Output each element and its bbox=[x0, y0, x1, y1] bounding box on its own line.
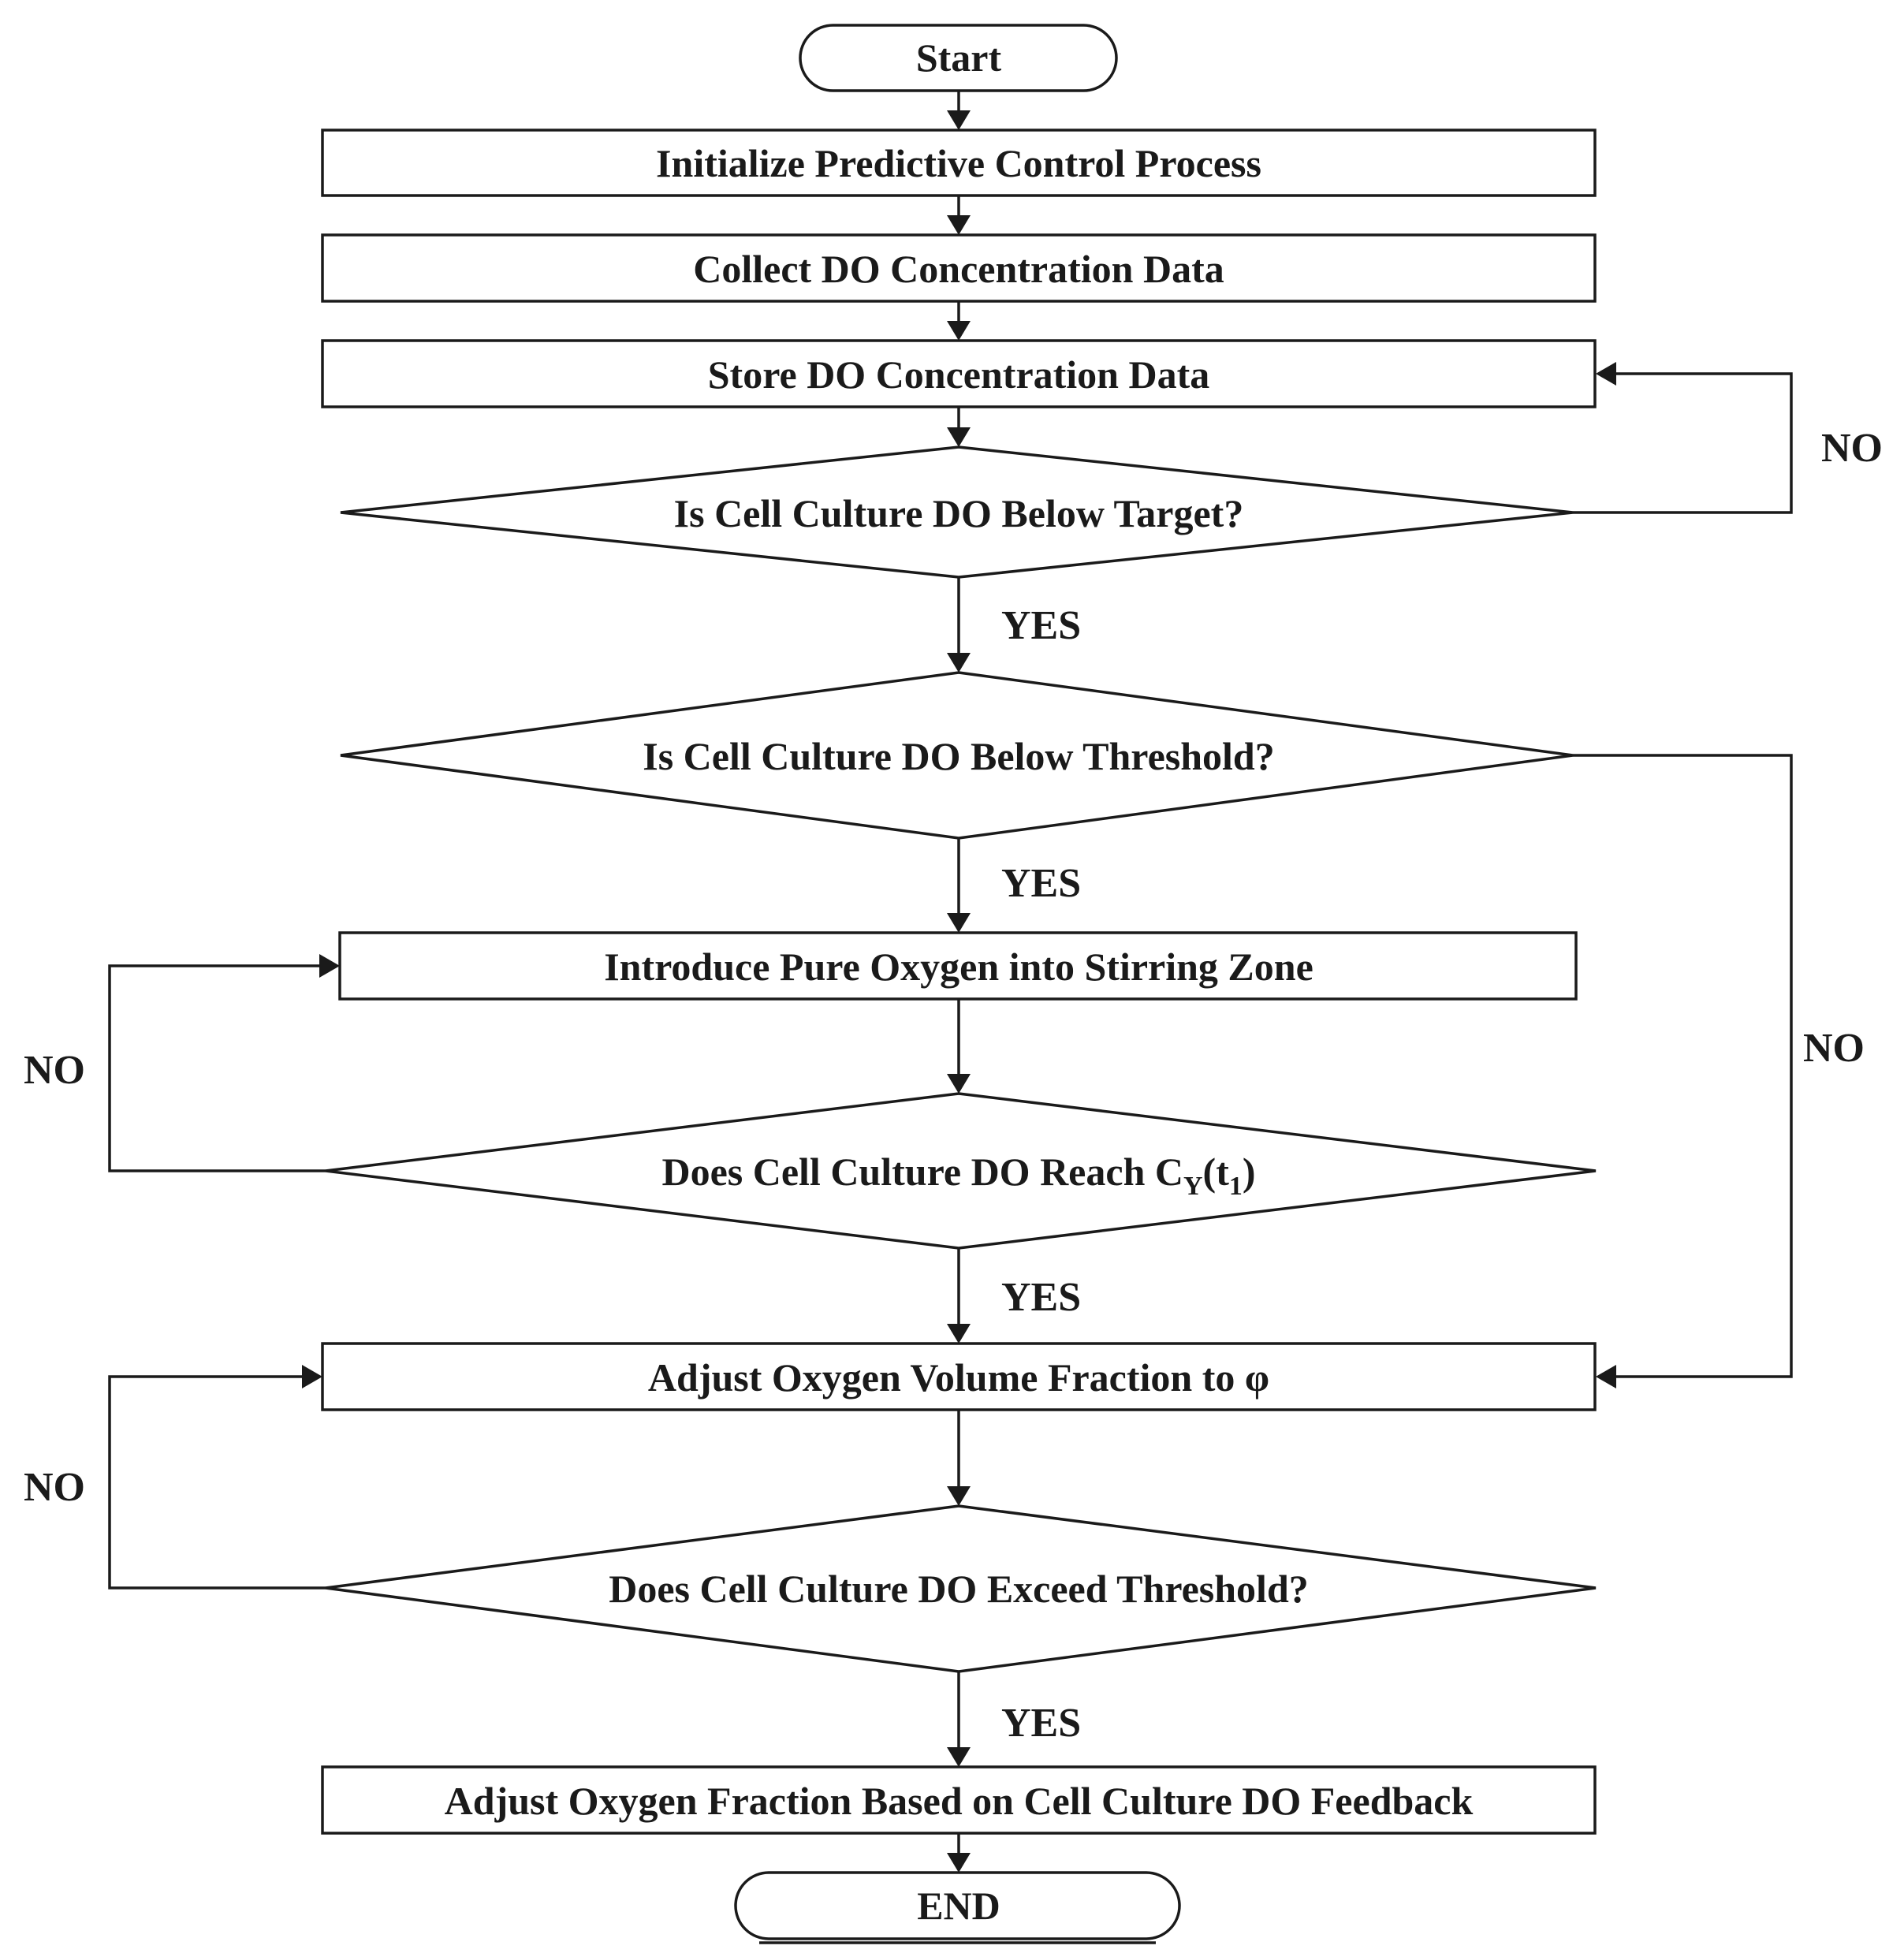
introduce-oxygen-label: Introduce Pure Oxygen into Stirring Zone bbox=[604, 945, 1313, 989]
start-label: Start bbox=[916, 35, 1002, 80]
arrowhead bbox=[947, 1853, 971, 1873]
exceed-threshold-decision: Does Cell Culture DO Exceed Threshold? bbox=[325, 1504, 1597, 1673]
store-label: Store DO Concentration Data bbox=[708, 352, 1210, 397]
arrowhead bbox=[947, 321, 971, 341]
reach-label-sub-y: Y bbox=[1183, 1172, 1203, 1201]
adjust-fraction-label: Adjust Oxygen Volume Fraction to φ bbox=[648, 1355, 1269, 1400]
collect-label: Collect DO Concentration Data bbox=[693, 247, 1224, 291]
reach-label-sub-1: 1 bbox=[1229, 1172, 1243, 1201]
arrowhead bbox=[1596, 362, 1616, 386]
yes-label-below-threshold: YES bbox=[1001, 861, 1081, 906]
branch-labels: NO YES YES NO NO YES NO YES bbox=[24, 426, 1883, 1746]
init-process: Initialize Predictive Control Process bbox=[321, 129, 1597, 197]
reach-label-middle: (t bbox=[1203, 1150, 1230, 1194]
arrowhead bbox=[947, 653, 971, 673]
exceed-threshold-label: Does Cell Culture DO Exceed Threshold? bbox=[609, 1567, 1309, 1611]
adjust-feedback-process: Adjust Oxygen Fraction Based on Cell Cul… bbox=[321, 1765, 1597, 1835]
edge-below-threshold-no bbox=[1573, 754, 1793, 1378]
adjust-fraction-process: Adjust Oxygen Volume Fraction to φ bbox=[321, 1342, 1597, 1411]
arrowhead bbox=[947, 110, 971, 130]
no-label-exceed: NO bbox=[24, 1465, 85, 1510]
yes-label-below-target: YES bbox=[1001, 603, 1081, 648]
connectors bbox=[108, 91, 1793, 1873]
end-label: END bbox=[917, 1884, 1000, 1928]
no-label-below-threshold: NO bbox=[1803, 1026, 1865, 1071]
arrowhead bbox=[319, 954, 340, 978]
collect-process: Collect DO Concentration Data bbox=[321, 233, 1597, 303]
introduce-oxygen-process: Introduce Pure Oxygen into Stirring Zone bbox=[338, 931, 1578, 1001]
reach-label-prefix: Does Cell Culture DO Reach C bbox=[661, 1150, 1183, 1194]
edge-below-target-no bbox=[1573, 372, 1793, 514]
edge-reach-no bbox=[108, 964, 326, 1172]
arrowhead bbox=[947, 427, 971, 447]
no-label-below-target: NO bbox=[1821, 426, 1883, 471]
below-target-label: Is Cell Culture DO Below Target? bbox=[674, 491, 1244, 535]
reach-label-suffix: ) bbox=[1243, 1150, 1256, 1194]
arrowhead bbox=[947, 1747, 971, 1767]
reach-decision: Does Cell Culture DO Reach CY(t1) bbox=[325, 1092, 1597, 1250]
arrowhead bbox=[1596, 1365, 1616, 1388]
yes-label-exceed: YES bbox=[1001, 1701, 1081, 1746]
arrowhead bbox=[302, 1365, 322, 1388]
store-process: Store DO Concentration Data bbox=[321, 339, 1597, 408]
edge-exceed-no bbox=[108, 1375, 326, 1590]
yes-label-reach: YES bbox=[1001, 1275, 1081, 1320]
adjust-feedback-label: Adjust Oxygen Fraction Based on Cell Cul… bbox=[445, 1779, 1474, 1823]
end-node: END bbox=[734, 1871, 1181, 1944]
below-target-decision: Is Cell Culture DO Below Target? bbox=[340, 445, 1574, 579]
arrowhead bbox=[947, 913, 971, 933]
reach-label: Does Cell Culture DO Reach CY(t1) bbox=[661, 1150, 1255, 1201]
no-label-reach: NO bbox=[24, 1048, 85, 1093]
arrowhead bbox=[947, 215, 971, 235]
start-node: Start bbox=[799, 24, 1118, 92]
init-label: Initialize Predictive Control Process bbox=[656, 141, 1261, 185]
arrowhead bbox=[947, 1324, 971, 1344]
below-threshold-label: Is Cell Culture DO Below Threshold? bbox=[643, 734, 1275, 778]
below-threshold-decision: Is Cell Culture DO Below Threshold? bbox=[340, 671, 1574, 840]
arrowhead bbox=[947, 1074, 971, 1094]
arrowhead bbox=[947, 1486, 971, 1506]
